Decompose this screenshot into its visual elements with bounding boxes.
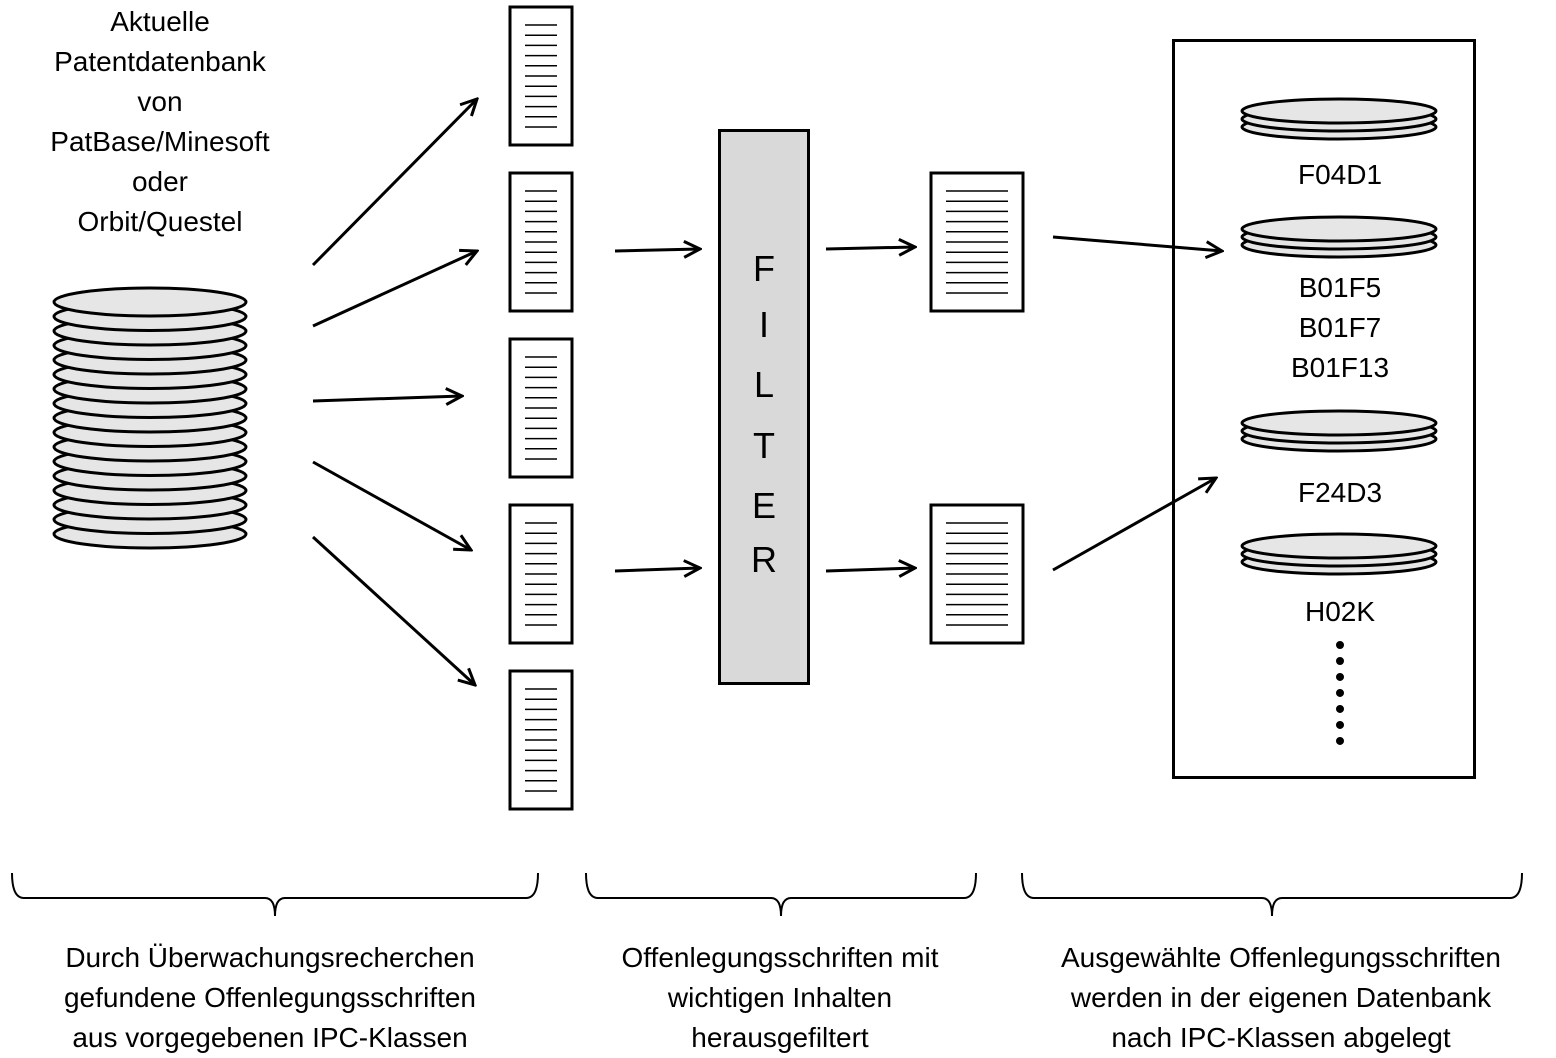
arrow: [312, 396, 462, 401]
caption-line: gefundene Offenlegungsschriften: [63, 982, 476, 1013]
source-label-line: oder: [131, 166, 189, 197]
arrow: [1052, 478, 1216, 572]
ipc-database-icon: [1240, 215, 1438, 259]
source-label-line: Aktuelle: [110, 6, 210, 37]
arrow: [312, 251, 477, 328]
ipc-class-line: B01F7: [1298, 312, 1382, 343]
caption-line: Offenlegungsschriften mit: [621, 942, 939, 973]
arrow: [614, 568, 700, 571]
documents: [508, 5, 1025, 811]
source-label-line: Patentdatenbank: [54, 46, 266, 77]
document-icon: [508, 503, 574, 645]
caption-right: Ausgewählte Offenlegungsschriften werden…: [1016, 938, 1546, 1058]
ipc-database-icon: [1240, 409, 1438, 453]
filter-box: F I L T E R: [718, 129, 810, 685]
document-icon: [929, 171, 1025, 313]
filter-letter: F: [753, 248, 775, 289]
arrow: [312, 460, 471, 550]
source-label-line: von: [137, 86, 183, 117]
ipc-database-icon: [1240, 532, 1438, 576]
arrow: [825, 568, 915, 571]
document-icon: [508, 5, 574, 147]
caption-left: Durch Überwachungsrecherchen gefundene O…: [0, 938, 540, 1058]
arrows: [311, 99, 1222, 685]
source-database-icon: [52, 286, 248, 550]
continuation-dots: [1336, 641, 1344, 745]
caption-line: werden in der eigenen Datenbank: [1070, 982, 1492, 1013]
ipc-class-line: B01F5: [1298, 272, 1382, 303]
caption-line: nach IPC-Klassen abgelegt: [1111, 1022, 1451, 1053]
arrow: [311, 535, 475, 685]
arrow: [1052, 235, 1222, 251]
caption-middle: Offenlegungsschriften mit wichtigen Inha…: [580, 938, 980, 1058]
ipc-class-databases: [1240, 97, 1438, 576]
caption-line: herausgefiltert: [691, 1022, 869, 1053]
arrow: [614, 249, 700, 251]
brace: [11, 872, 539, 917]
document-icon: [929, 503, 1025, 645]
filter-letter: E: [751, 485, 776, 526]
filter-letter: I: [758, 304, 769, 345]
ipc-class-label: H02K: [1304, 596, 1376, 627]
database-disk: [52, 286, 248, 318]
document-icon: [508, 171, 574, 313]
caption-line: Durch Überwachungsrecherchen: [65, 942, 475, 973]
ipc-class-label: F04D1: [1297, 159, 1383, 190]
own-database-box: [1172, 39, 1476, 779]
source-label-line: Orbit/Questel: [77, 206, 243, 237]
ipc-class-label: B01F5 B01F7 B01F13: [1240, 268, 1440, 388]
arrow: [825, 247, 915, 249]
caption-line: Ausgewählte Offenlegungsschriften: [1061, 942, 1501, 973]
ipc-class-line: B01F13: [1290, 352, 1390, 383]
source-label-line: PatBase/Minesoft: [50, 126, 270, 157]
ipc-database-icon: [1240, 97, 1438, 141]
brace: [585, 872, 977, 917]
filter-letter: L: [753, 364, 775, 405]
arrow: [311, 99, 477, 267]
brace: [1021, 872, 1523, 917]
document-icon: [508, 669, 574, 811]
caption-line: wichtigen Inhalten: [667, 982, 893, 1013]
source-label: Aktuelle Patentdatenbank von PatBase/Min…: [30, 2, 290, 242]
ipc-class-label: F24D3: [1297, 477, 1383, 508]
braces: [11, 872, 1523, 917]
document-icon: [508, 337, 574, 479]
filter-letter: R: [751, 539, 777, 580]
filter-letter: T: [753, 425, 775, 466]
caption-line: aus vorgegebenen IPC-Klassen: [72, 1022, 468, 1053]
